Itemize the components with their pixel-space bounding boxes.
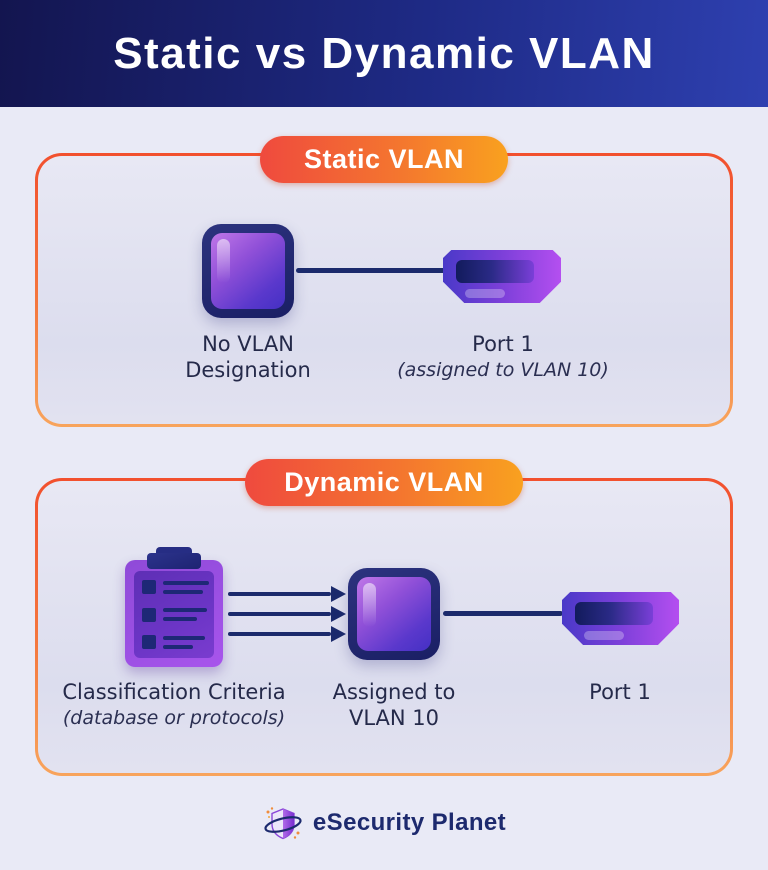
device-icon-face xyxy=(357,577,431,651)
port-pill xyxy=(465,289,505,298)
arrow-icon xyxy=(228,586,346,602)
static-vlan-card xyxy=(35,153,733,427)
port-icon xyxy=(562,592,679,645)
static-device-label: No VLAN Designation xyxy=(148,331,348,383)
dynamic-vlan-badge: Dynamic VLAN xyxy=(245,459,523,506)
device-icon-face xyxy=(211,233,285,309)
arrow-icon xyxy=(228,626,346,642)
page-title: Static vs Dynamic VLAN xyxy=(113,28,655,78)
criteria-note: (database or protocols) xyxy=(62,707,286,729)
checklist-row xyxy=(142,635,206,649)
checklist-square xyxy=(142,635,156,649)
checklist-line xyxy=(163,635,205,640)
static-port-label: Port 1 xyxy=(472,332,534,356)
brand-logo: eSecurity Planet xyxy=(0,799,768,847)
header-banner: Static vs Dynamic VLAN xyxy=(0,0,768,107)
assigned-label-line2: VLAN 10 xyxy=(348,706,440,730)
checklist-line xyxy=(163,617,197,621)
brand-name: eSecurity Planet xyxy=(312,809,507,836)
arrow-icon xyxy=(228,606,346,622)
clipboard-panel xyxy=(134,571,214,658)
device-icon xyxy=(348,568,440,660)
checklist-line xyxy=(163,589,203,594)
checklist-row xyxy=(142,607,207,622)
checklist-line xyxy=(163,608,207,612)
static-vlan-card-body xyxy=(38,156,730,424)
static-vlan-badge: Static VLAN xyxy=(260,136,508,183)
dynamic-port-label: Port 1 xyxy=(589,680,651,704)
device-icon-shine xyxy=(217,239,230,283)
port-icon xyxy=(443,250,561,303)
checklist-square xyxy=(142,607,156,622)
clipboard-clip-base xyxy=(147,553,201,569)
checklist-line xyxy=(163,580,209,585)
static-port-note: (assigned to VLAN 10) xyxy=(397,359,609,381)
static-device-label-line1: No VLAN xyxy=(202,332,294,356)
device-icon-shine xyxy=(363,583,376,627)
criteria-label: Classification Criteria xyxy=(62,680,286,704)
port-pill xyxy=(584,631,624,640)
checklist-row xyxy=(142,580,209,594)
assigned-label-line1: Assigned to xyxy=(332,680,456,704)
port-slot xyxy=(456,260,534,283)
device-icon xyxy=(202,224,294,318)
assigned-label-group: Assigned to VLAN 10 xyxy=(314,679,474,731)
criteria-label-group: Classification Criteria (database or pro… xyxy=(49,679,299,731)
clipboard-icon xyxy=(125,547,223,667)
connector-line xyxy=(296,268,446,273)
connector-line xyxy=(443,611,563,616)
port-slot xyxy=(575,602,653,625)
static-port-label-group: Port 1 (assigned to VLAN 10) xyxy=(378,331,628,383)
checklist-square xyxy=(142,580,156,594)
checklist-line xyxy=(163,644,193,649)
static-device-label-line2: Designation xyxy=(185,358,311,382)
shield-logo-icon xyxy=(264,807,302,840)
